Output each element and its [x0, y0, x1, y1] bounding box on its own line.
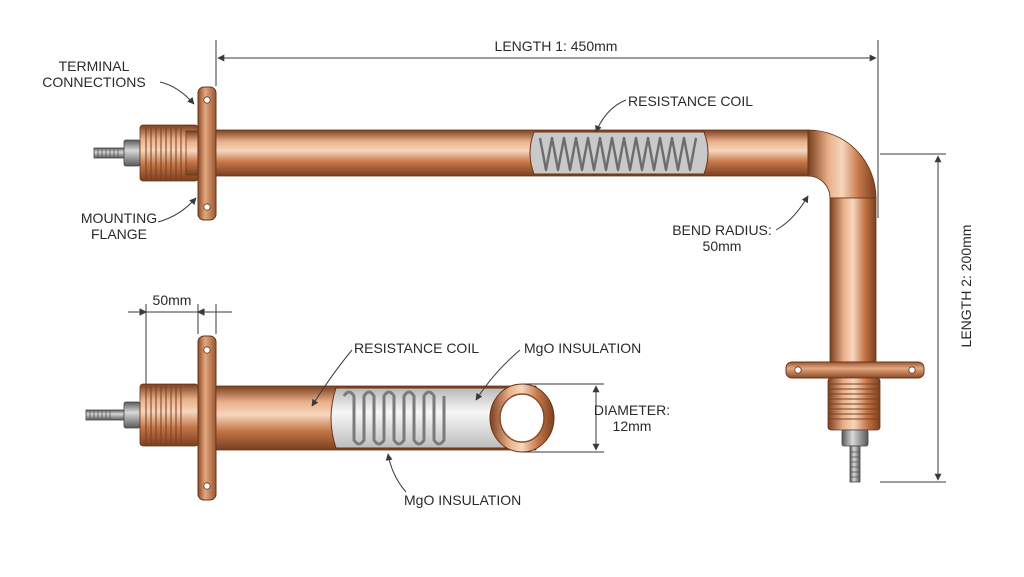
label-bend-radius-line2: 50mm [702, 238, 742, 254]
label-mounting-flange-line2: FLANGE [90, 226, 147, 242]
top-tube-bend [807, 129, 877, 199]
label-bend-radius-line1: BEND RADIUS: [672, 222, 772, 238]
leader-resistance-coil-bottom [311, 349, 353, 407]
top-tube [215, 129, 809, 177]
leader-mgo-bottom [385, 453, 407, 493]
dimension-lines [128, 40, 946, 493]
label-resistance-coil-bottom: RESISTANCE COIL [354, 340, 479, 356]
label-mounting-flange-line1: MOUNTING [80, 210, 158, 226]
bottom-threaded-fitting [139, 383, 199, 447]
leader-bend-radius [775, 195, 809, 231]
label-dim-50mm: 50mm [152, 292, 192, 308]
top-resistance-coil [538, 136, 698, 172]
right-terminal-nut [841, 429, 869, 447]
leader-mgo-top [475, 349, 521, 401]
label-mgo-insulation-bottom: MgO INSULATION [404, 492, 522, 508]
label-bend-radius: BEND RADIUS: 50mm [660, 222, 784, 254]
bottom-terminal-stud [85, 409, 129, 421]
right-terminal-stud [849, 445, 861, 483]
label-terminal-connections-line2: CONNECTIONS [42, 74, 146, 90]
label-length-2: LENGTH 2: 200mm [958, 224, 974, 348]
label-diameter-line2: 12mm [612, 418, 652, 434]
bottom-tube-end-bore [499, 393, 545, 443]
label-diameter-line1: DIAMETER: [593, 402, 671, 418]
top-fitting-threads [145, 127, 182, 179]
top-stud-threads [97, 148, 119, 158]
label-diameter: DIAMETER: 12mm [584, 402, 680, 434]
leader-terminal-connections [159, 81, 195, 105]
top-terminal-nut [123, 139, 141, 167]
bottom-mounting-flange [197, 335, 217, 501]
top-tube-vertical [829, 197, 877, 365]
label-terminal-connections-line1: TERMINAL [58, 58, 130, 74]
top-mounting-flange [197, 86, 217, 221]
bottom-terminal-nut [123, 401, 141, 429]
label-terminal-connections: TERMINAL CONNECTIONS [34, 58, 154, 90]
label-length-1: LENGTH 1: 450mm [494, 38, 618, 54]
label-resistance-coil-top: RESISTANCE COIL [628, 93, 753, 109]
leader-resistance-coil-top [595, 99, 627, 133]
label-mounting-flange: MOUNTING FLANGE [60, 210, 178, 242]
top-heater [93, 86, 925, 483]
bottom-resistance-coil [342, 390, 446, 446]
right-mounting-flange [785, 361, 925, 379]
label-mgo-insulation-top: MgO INSULATION [524, 340, 642, 356]
leader-mounting-flange [157, 197, 197, 223]
bottom-heater [85, 335, 555, 501]
